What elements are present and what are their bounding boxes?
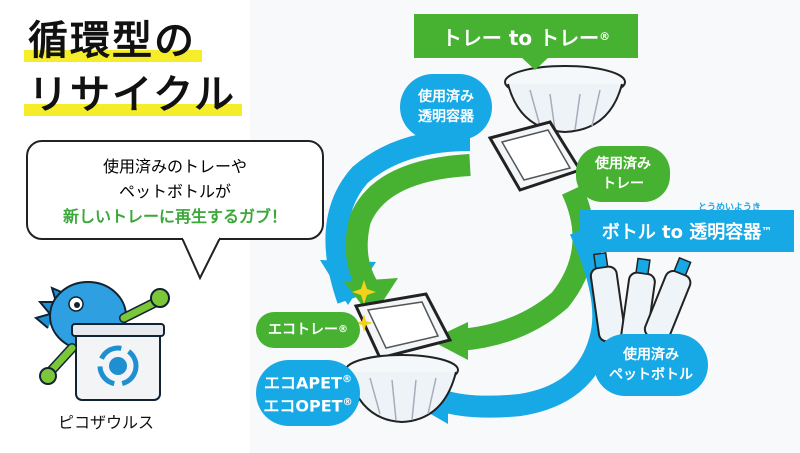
picosaurus-mascot-illustration (33, 281, 170, 401)
bubble-line3: 新しいトレーに再生するガブ！ (62, 207, 287, 226)
bubble-line1: 使用済みのトレーや (102, 157, 247, 176)
bottle-to-container-ruby: とうめいようき (698, 203, 761, 213)
used-trays-label: 使用済み トレー (576, 146, 670, 202)
used-tray-illustration (487, 120, 583, 192)
bubble-tail (181, 236, 221, 281)
mascot-name: ピコザウルス (58, 413, 155, 432)
speech-bubble: 使用済みのトレーや ペットボトルが 新しいトレーに再生するガブ！ (26, 140, 324, 240)
page-title-line2: リサイクル (24, 72, 242, 118)
eco-tray-label: エコトレー® (256, 312, 360, 348)
eco-apet-opet-label: エコAPET® エコOPET® (256, 360, 360, 426)
sparkle-icon (352, 280, 376, 332)
banner-pointer (520, 56, 550, 70)
used-clear-containers-label: 使用済み 透明容器 (400, 74, 492, 140)
pet-bottles-illustration (589, 251, 692, 347)
bubble-line2: ペットボトルが (118, 182, 231, 201)
used-pet-bottles-label: 使用済み ペットボトル (594, 334, 708, 396)
eco-tray-illustration (353, 292, 453, 360)
tray-to-tray-banner: トレー to トレー® (414, 14, 638, 58)
clear-container-illustration (504, 65, 626, 134)
eco-container-illustration (345, 354, 459, 424)
page-title-line1: 循環型の (24, 18, 202, 64)
